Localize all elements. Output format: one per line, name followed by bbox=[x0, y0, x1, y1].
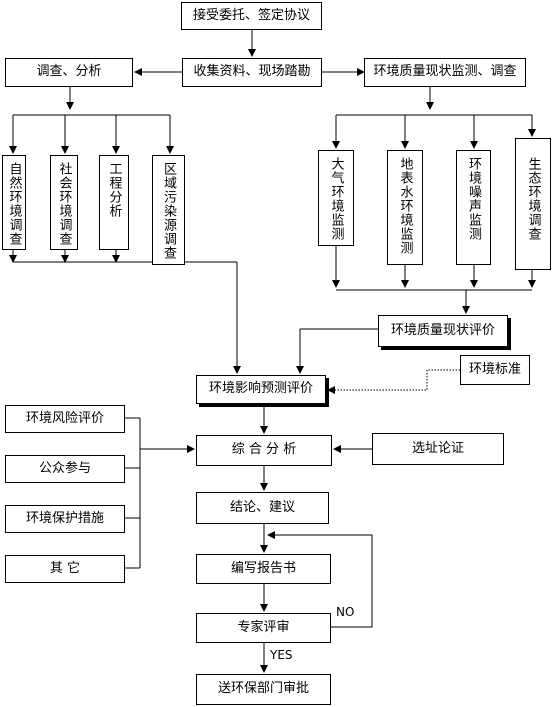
node-social-label: 社会环境调查 bbox=[56, 162, 72, 246]
node-protection: 环境保护措施 bbox=[5, 505, 125, 533]
node-social: 社会环境调查 bbox=[50, 155, 78, 250]
node-monitor: 环境质量现状监测、调查 bbox=[364, 58, 526, 87]
node-approval: 送环保部门审批 bbox=[196, 674, 331, 705]
edge-label-no: NO bbox=[336, 605, 355, 619]
node-ecology-label: 生态环境调查 bbox=[525, 157, 541, 241]
node-ecology: 生态环境调查 bbox=[515, 138, 551, 270]
node-report: 编写报告书 bbox=[196, 554, 331, 584]
node-surfacewater: 地表水环境监测 bbox=[387, 150, 423, 265]
node-synthesis: 综 合 分 析 bbox=[196, 435, 332, 466]
node-pollution: 区域污染源调查 bbox=[152, 155, 185, 265]
node-assessment: 环境质量现状评价 bbox=[378, 315, 508, 347]
node-survey: 调查、分析 bbox=[5, 58, 133, 87]
node-review: 专家评审 bbox=[196, 613, 331, 643]
node-prediction: 环境影响预测评价 bbox=[196, 375, 326, 404]
node-site: 选址论证 bbox=[372, 433, 504, 465]
node-natural: 自然环境调查 bbox=[2, 155, 26, 250]
node-noise-label: 环境噪声监测 bbox=[466, 157, 481, 241]
node-natural-label: 自然环境调查 bbox=[6, 162, 22, 246]
node-other: 其 它 bbox=[5, 555, 125, 583]
node-air: 大气环境监测 bbox=[318, 150, 354, 246]
node-engineering: 工程分析 bbox=[99, 155, 129, 250]
node-engineering-label: 工程分析 bbox=[106, 162, 122, 218]
node-conclusion: 结论、建议 bbox=[196, 492, 329, 524]
node-standard: 环境标准 bbox=[460, 355, 530, 385]
node-surfacewater-label: 地表水环境监测 bbox=[397, 157, 413, 255]
node-air-label: 大气环境监测 bbox=[328, 157, 344, 241]
node-start: 接受委托、签定协议 bbox=[181, 2, 322, 30]
node-public: 公众参与 bbox=[5, 455, 125, 483]
node-pollution-label: 区域污染源调查 bbox=[161, 162, 176, 260]
node-noise: 环境噪声监测 bbox=[456, 150, 491, 265]
node-collect: 收集资料、现场踏勘 bbox=[182, 58, 322, 87]
edge-label-yes: YES bbox=[270, 648, 293, 662]
node-risk: 环境风险评价 bbox=[5, 405, 125, 433]
